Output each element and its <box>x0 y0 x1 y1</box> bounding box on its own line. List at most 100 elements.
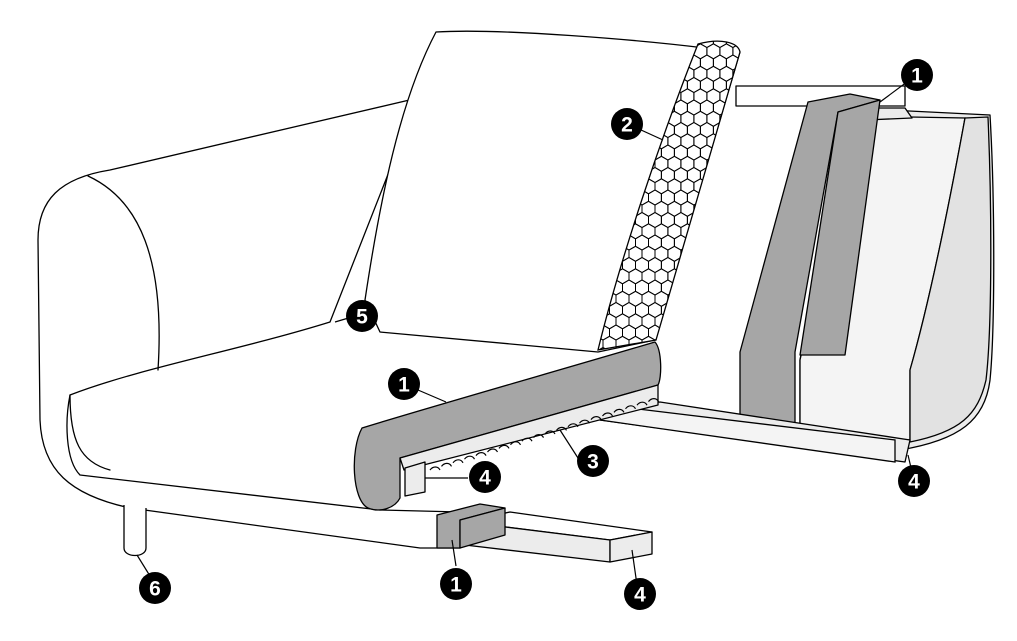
callout-5: 5 <box>346 300 378 332</box>
svg-text:5: 5 <box>356 306 368 329</box>
hex-cell <box>699 346 714 351</box>
hex-cell <box>661 370 674 385</box>
callout-4b: 4 <box>898 465 930 497</box>
svg-text:2: 2 <box>621 114 633 137</box>
hex-cell <box>732 178 740 195</box>
hex-cell <box>719 268 734 285</box>
hex-cell <box>732 290 740 307</box>
spring-coil <box>521 437 533 442</box>
callout-1b: 1 <box>901 59 933 91</box>
hex-cell <box>725 346 740 351</box>
hex-cell <box>706 223 721 240</box>
hex-cell <box>681 381 694 396</box>
spring-coil <box>602 412 614 417</box>
hex-cell <box>712 234 727 251</box>
hex-cell <box>686 301 701 319</box>
spring-coil <box>487 448 499 453</box>
spring-coil <box>590 416 602 420</box>
hex-cell <box>673 279 688 296</box>
seat-front-foam-side <box>399 384 659 471</box>
spring-coil <box>533 434 545 438</box>
hex-cell <box>699 279 714 296</box>
spring-coil <box>498 444 510 449</box>
sofa-leg <box>123 505 147 557</box>
seat-front-foam <box>353 341 662 511</box>
hex-cell <box>706 335 721 351</box>
callout-1a: 1 <box>388 368 420 400</box>
hex-cell <box>680 290 695 307</box>
spring-coil <box>625 405 637 410</box>
spring-coil <box>544 430 556 435</box>
hex-cell <box>674 370 687 385</box>
callout-6: 6 <box>139 572 171 604</box>
hex-cell <box>725 301 740 319</box>
back-cushion-hex-foam <box>597 40 741 351</box>
svg-text:3: 3 <box>587 451 599 474</box>
hex-cell <box>720 381 733 396</box>
hex-cell <box>732 65 740 82</box>
hex-cell <box>712 279 727 296</box>
spring-coil <box>613 408 625 413</box>
callout-4c: 4 <box>624 578 656 610</box>
spring-coil <box>464 455 476 460</box>
hex-cell <box>687 370 700 385</box>
hex-cell <box>707 381 720 396</box>
hex-cell <box>693 313 708 330</box>
hex-cell <box>699 234 714 251</box>
hex-cell <box>712 144 727 161</box>
hex-cell <box>680 313 695 330</box>
hex-cell <box>686 324 701 341</box>
hex-cell <box>660 346 675 351</box>
svg-text:4: 4 <box>634 584 646 607</box>
hex-cell <box>681 359 694 374</box>
hex-cell <box>732 245 740 262</box>
seat-springs <box>429 398 660 471</box>
hex-cell <box>713 370 726 385</box>
hex-cell <box>673 301 688 319</box>
hex-cell <box>706 245 721 262</box>
extracted-rail-end <box>609 531 653 563</box>
spring-coil <box>475 452 487 456</box>
svg-text:1: 1 <box>398 374 410 397</box>
hex-cell <box>667 335 682 351</box>
svg-text:1: 1 <box>911 65 923 88</box>
hex-cell <box>725 279 740 296</box>
svg-text:6: 6 <box>149 578 161 601</box>
hex-cell <box>686 256 701 274</box>
hex-cell <box>719 245 734 262</box>
hex-cell <box>693 245 708 262</box>
spring-coil <box>579 419 591 424</box>
hex-cell <box>732 268 740 285</box>
hex-cell <box>668 359 681 374</box>
hex-cell <box>712 301 727 319</box>
hex-cell <box>712 256 727 274</box>
svg-text:1: 1 <box>450 574 462 597</box>
hex-cell <box>726 370 739 385</box>
hex-cell <box>725 324 740 341</box>
hex-cell <box>725 189 740 206</box>
hex-cell <box>720 359 733 374</box>
leader-1c <box>451 539 457 567</box>
back-foam-strip <box>739 93 881 426</box>
hex-cell <box>686 346 701 351</box>
hex-cell <box>673 346 688 351</box>
hex-cell <box>725 256 740 274</box>
hex-cell <box>699 301 714 319</box>
hex-cell <box>732 110 740 127</box>
hex-cell <box>719 223 734 240</box>
callout-1c: 1 <box>440 568 472 600</box>
hex-cell <box>699 211 714 229</box>
hex-cell <box>712 189 727 206</box>
spring-coil <box>510 441 522 446</box>
hex-cell <box>732 200 740 217</box>
hex-cell <box>712 211 727 229</box>
hex-cell <box>732 223 740 240</box>
hex-cell <box>699 189 714 206</box>
hex-cell <box>719 200 734 217</box>
callout-4a: 4 <box>469 461 501 493</box>
hex-cell <box>719 155 734 172</box>
hex-cell <box>732 155 740 172</box>
hex-cell <box>706 290 721 307</box>
